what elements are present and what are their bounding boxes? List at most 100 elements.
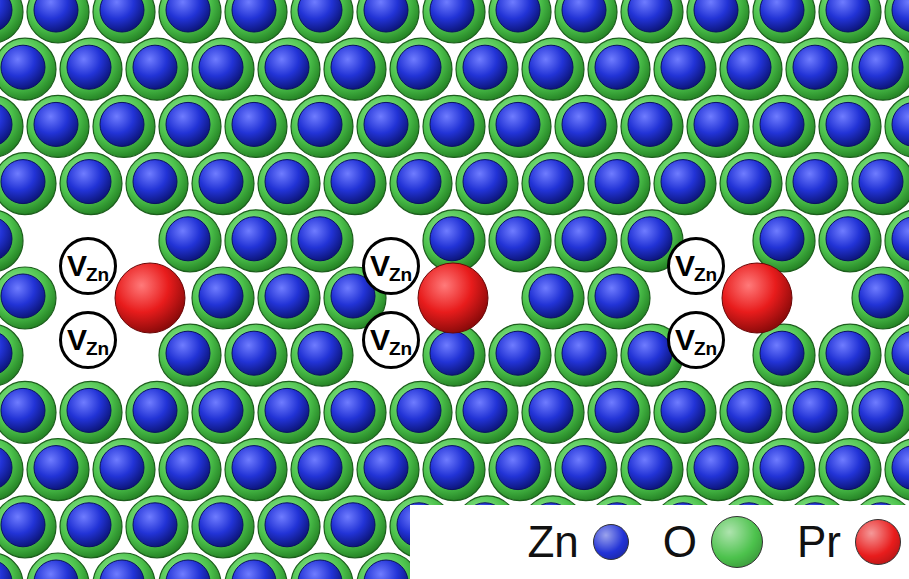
- o-atom: [522, 267, 584, 329]
- o-atom: [357, 0, 419, 43]
- zn-atom: [67, 160, 111, 204]
- o-atom: [852, 153, 909, 215]
- o-atom: [852, 381, 909, 443]
- zno-atom: [60, 153, 122, 215]
- zno-atom: [0, 496, 56, 558]
- zn-atom: [529, 274, 573, 318]
- zn-atom: [1, 503, 45, 547]
- zn-atom: [331, 160, 375, 204]
- zn-atom: [1, 274, 45, 318]
- zno-atom: [324, 38, 386, 100]
- zn-atom: [892, 0, 909, 32]
- zno-atom: [489, 0, 551, 43]
- o-atom: [753, 95, 815, 157]
- o-atom: [753, 210, 815, 272]
- o-atom: [489, 0, 551, 43]
- zno-atom: [192, 153, 254, 215]
- o-atom: [489, 95, 551, 157]
- zn-atom: [331, 503, 375, 547]
- zno-atom: [555, 210, 617, 272]
- o-atom: [753, 324, 815, 386]
- zn-atom: [430, 446, 474, 490]
- o-atom: [357, 439, 419, 501]
- zn-atom: [199, 503, 243, 547]
- zn-atom: [562, 0, 606, 32]
- zn-atom: [100, 0, 144, 32]
- o-atom: [159, 439, 221, 501]
- zno-atom: [258, 381, 320, 443]
- o-atom: [60, 381, 122, 443]
- o-atom: [192, 153, 254, 215]
- zn-atom: [562, 217, 606, 261]
- zno-atom: [753, 439, 815, 501]
- zn-atom: [0, 446, 12, 490]
- zn-atom: [331, 45, 375, 89]
- zn-atom: [826, 446, 870, 490]
- zn-atom: [661, 388, 705, 432]
- zno-atom: [225, 95, 287, 157]
- o-atom: [324, 381, 386, 443]
- legend-swatch: [711, 516, 763, 568]
- o-atom: [225, 210, 287, 272]
- zno-atom: [621, 95, 683, 157]
- zn-atom: [331, 388, 375, 432]
- zn-atom: [793, 388, 837, 432]
- zno-atom: [390, 381, 452, 443]
- zno-atom: [522, 153, 584, 215]
- pr-atom: [418, 263, 488, 333]
- zno-atom: [786, 153, 848, 215]
- vacancy-subscript: Zn: [389, 339, 412, 358]
- o-atom: [654, 38, 716, 100]
- o-atom: [753, 439, 815, 501]
- zn-atom: [265, 503, 309, 547]
- zn-atom: [826, 102, 870, 146]
- zno-atom: [159, 210, 221, 272]
- zn-atom: [529, 45, 573, 89]
- pr-atom: [722, 263, 792, 333]
- o-atom: [819, 210, 881, 272]
- vacancy-site: VZn: [362, 311, 420, 369]
- o-atom: [522, 153, 584, 215]
- zn-atom: [1, 388, 45, 432]
- o-atom: [93, 553, 155, 579]
- vacancy-subscript: Zn: [389, 265, 412, 284]
- zn-atom: [0, 560, 12, 579]
- zno-atom: [588, 153, 650, 215]
- vacancy-symbol: V: [370, 251, 390, 281]
- zno-atom: [885, 0, 909, 43]
- o-atom: [159, 0, 221, 43]
- o-atom: [27, 553, 89, 579]
- zno-atom: [621, 439, 683, 501]
- zn-atom: [727, 160, 771, 204]
- zn-atom: [430, 102, 474, 146]
- zno-atom: [0, 95, 23, 157]
- pr-atom: [115, 263, 185, 333]
- zno-atom: [324, 153, 386, 215]
- o-atom: [885, 95, 909, 157]
- zn-atom: [364, 560, 408, 579]
- zno-atom: [390, 38, 452, 100]
- zno-atom: [885, 324, 909, 386]
- zn-atom: [793, 160, 837, 204]
- zno-atom: [720, 153, 782, 215]
- zno-atom: [291, 95, 353, 157]
- zno-atom: [555, 0, 617, 43]
- zno-atom: [258, 153, 320, 215]
- vacancy-symbol: V: [67, 251, 87, 281]
- o-atom: [885, 324, 909, 386]
- o-atom: [588, 381, 650, 443]
- o-atom: [60, 153, 122, 215]
- zn-atom: [0, 0, 12, 32]
- zn-atom: [298, 102, 342, 146]
- zn-atom: [496, 446, 540, 490]
- zn-atom: [34, 560, 78, 579]
- zn-atom: [496, 217, 540, 261]
- zn-atom: [760, 331, 804, 375]
- o-atom: [291, 0, 353, 43]
- o-atom: [819, 95, 881, 157]
- zn-atom: [166, 102, 210, 146]
- o-atom: [291, 324, 353, 386]
- zno-atom: [225, 210, 287, 272]
- zno-atom: [291, 324, 353, 386]
